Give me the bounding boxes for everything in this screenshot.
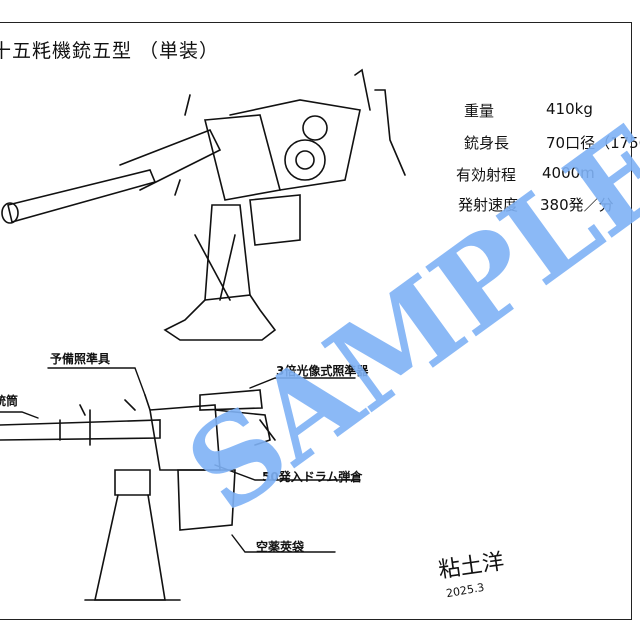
spec-value-weight: 410kg — [546, 100, 593, 118]
callout-backup-sight: 予備照準具 — [50, 352, 111, 366]
spec-label-rate: 発射速度 — [458, 196, 519, 214]
callout-barrel: 銃筒 — [0, 394, 19, 408]
spec-label-barrel-length: 銃身長 — [464, 134, 510, 152]
callout-optical-sight: 3倍光像式照準器 — [276, 364, 369, 378]
drawing-frame — [0, 22, 632, 620]
spec-value-rate: 380発／分 — [540, 196, 614, 214]
spec-label-weight: 重量 — [464, 102, 495, 120]
drawing-title: 十五粍機銃五型 （単装） — [0, 40, 220, 62]
spec-label-range: 有効射程 — [456, 166, 517, 184]
callout-drum-magazine: 50発入ドラム弾倉 — [262, 470, 363, 484]
upper-gun-sketch — [1, 68, 406, 341]
callout-casing-bag: 空薬莢袋 — [256, 540, 305, 554]
spec-value-range: 4000m — [542, 164, 595, 182]
callout-leaders — [0, 367, 361, 553]
lower-gun-sketch — [0, 389, 276, 601]
spec-value-barrel-length: 70口径（1750 — [546, 134, 640, 152]
